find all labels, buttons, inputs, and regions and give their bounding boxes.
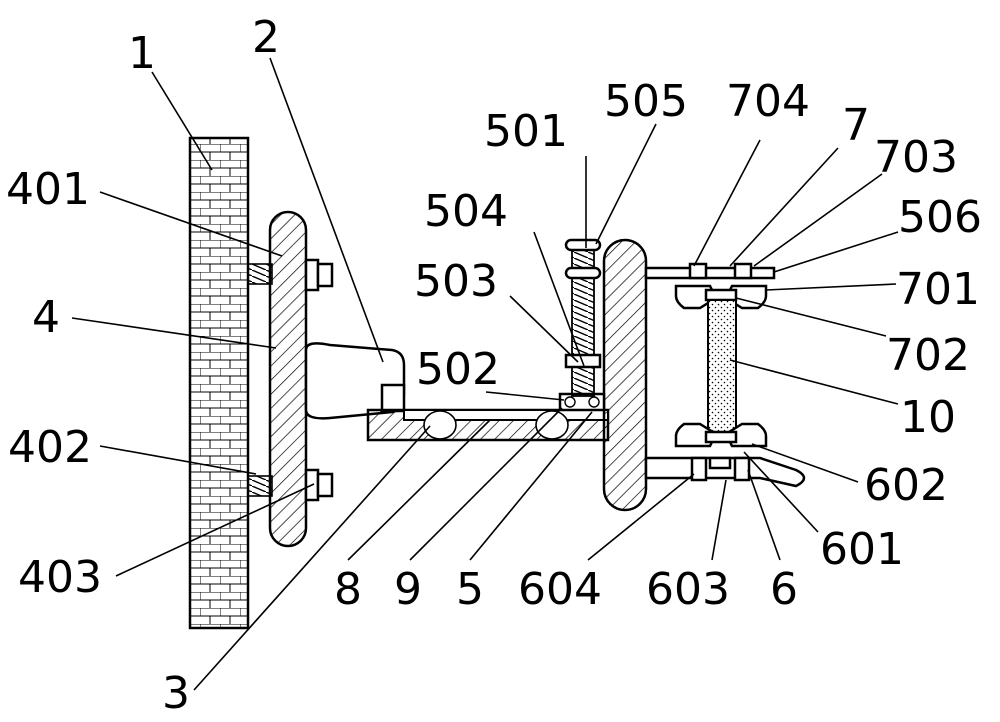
lower-bracket: [644, 456, 806, 488]
label-602: 602: [864, 460, 948, 511]
label-402: 402: [8, 422, 92, 473]
label-8: 8: [334, 564, 362, 615]
label-10: 10: [900, 392, 956, 443]
wall-bolt-lower: [247, 475, 273, 497]
bottom-clamp: [674, 422, 768, 482]
label-505: 505: [604, 76, 688, 127]
upper-bracket: [644, 266, 776, 280]
label-2: 2: [252, 12, 280, 63]
label-504: 504: [424, 186, 508, 237]
filter-cartridge: [707, 299, 737, 433]
callout-labels: 1 2 401 4 402 403 3 8 9 5 502 503 504 50…: [6, 12, 982, 719]
wall: [188, 136, 250, 630]
label-603: 603: [646, 564, 730, 615]
label-701: 701: [896, 264, 980, 315]
label-6: 6: [770, 564, 798, 615]
handle-top: [564, 238, 602, 252]
wall-bolt-upper: [247, 263, 273, 285]
label-703: 703: [874, 132, 958, 183]
label-604: 604: [518, 564, 602, 615]
clamp-joint: [304, 342, 406, 420]
label-702: 702: [886, 330, 970, 381]
label-704: 704: [726, 76, 810, 127]
label-403: 403: [18, 552, 102, 603]
label-506: 506: [898, 192, 982, 243]
label-1: 1: [128, 28, 156, 79]
label-401: 401: [6, 164, 90, 215]
support-plate: [602, 238, 648, 512]
label-4: 4: [32, 292, 60, 343]
nut-upper: [304, 258, 334, 292]
label-601: 601: [820, 524, 904, 575]
handle-upper: [564, 266, 602, 280]
label-5: 5: [456, 564, 484, 615]
label-7: 7: [842, 100, 870, 151]
label-3: 3: [162, 668, 190, 719]
nut-lower: [304, 468, 334, 502]
label-9: 9: [394, 564, 422, 615]
leader-lines: [71, 57, 899, 691]
label-501: 501: [484, 106, 568, 157]
label-502: 502: [416, 344, 500, 395]
label-503: 503: [414, 256, 498, 307]
